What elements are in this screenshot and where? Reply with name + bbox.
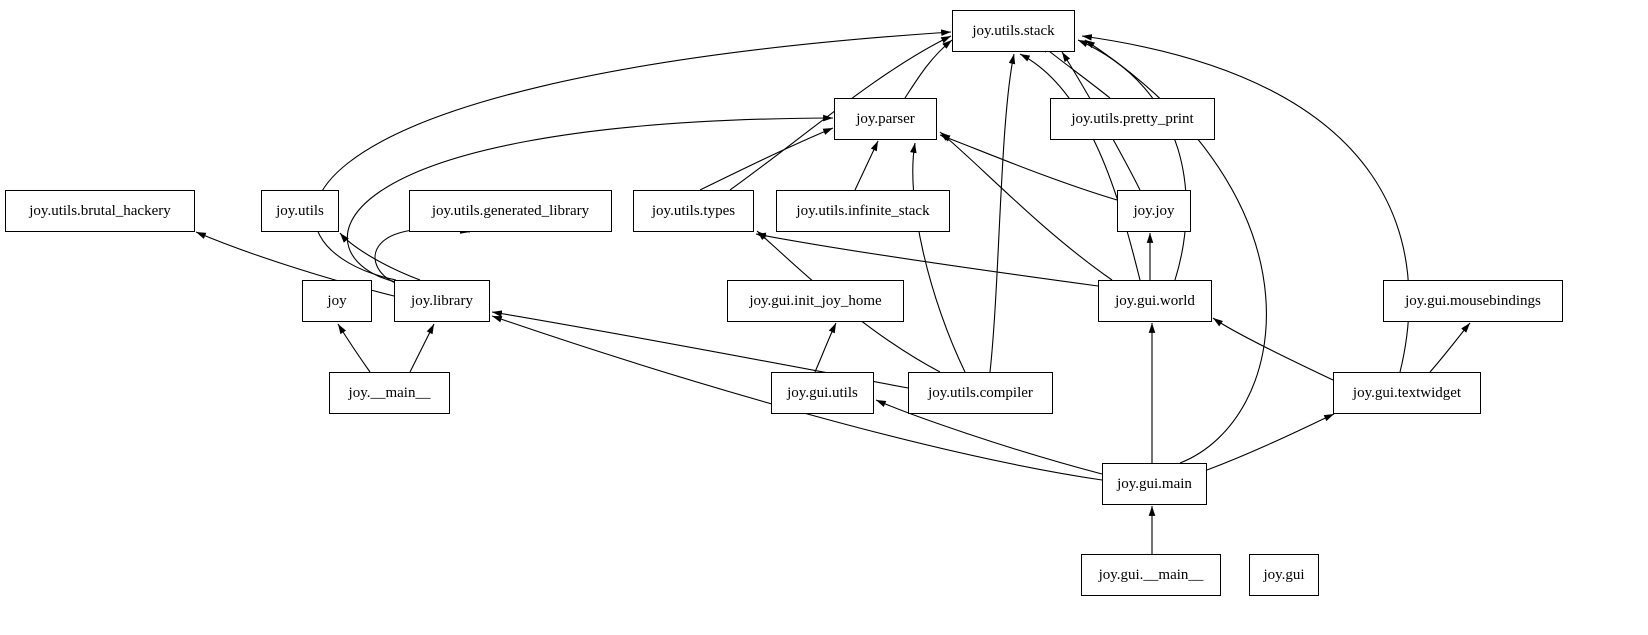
node-label: joy.__main__ [348, 384, 431, 401]
node-joy[interactable]: joy [302, 280, 372, 322]
node-joy-gui-mousebindings[interactable]: joy.gui.mousebindings [1383, 280, 1563, 322]
edge-joy-gui-world-to-joy-utils-types [755, 232, 1099, 287]
node-joy-utils-stack[interactable]: joy.utils.stack [952, 10, 1075, 52]
node-joy-library[interactable]: joy.library [394, 280, 490, 322]
edge-joy-utils-pretty-print-to-joy-utils-stack [1039, 43, 1111, 99]
node-joy-gui-main[interactable]: joy.gui.main [1102, 463, 1207, 505]
edge-joy-utils-compiler-to-joy-utils-stack [989, 53, 1016, 373]
edge-joy-gui-textwidget-to-joy-gui-world [1212, 317, 1334, 381]
node-joy-gui---main--[interactable]: joy.gui.__main__ [1081, 554, 1221, 596]
node-joy-gui-world[interactable]: joy.gui.world [1098, 280, 1212, 322]
node-joy-utils-types[interactable]: joy.utils.types [633, 190, 754, 232]
edge-joy-gui-main-to-joy-gui-utils [875, 399, 1103, 475]
node-label: joy.gui [1263, 566, 1305, 583]
node-label: joy.gui.world [1115, 292, 1195, 309]
node-joy-utils-pretty-print[interactable]: joy.utils.pretty_print [1050, 98, 1215, 140]
node-joy-gui-init-joy-home[interactable]: joy.gui.init_joy_home [727, 280, 904, 322]
edge-joy-gui-world-to-joy-parser [939, 131, 1113, 281]
node-label: joy.utils.compiler [928, 384, 1033, 401]
edge-joy-library-to-joy-utils-generated-library [374, 227, 471, 285]
node-joy-gui-textwidget[interactable]: joy.gui.textwidget [1333, 372, 1481, 414]
edge-joy-utils-compiler-to-joy-parser [910, 142, 966, 373]
edge-joy-library-to-joy-utils-stack [314, 29, 952, 281]
edge-joy-library-to-joy-parser [346, 114, 834, 283]
node-label: joy.utils.brutal_hackery [29, 202, 171, 219]
node-label: joy.utils.stack [972, 22, 1055, 39]
edge-joy-utils-infinite-stack-to-joy-parser [854, 140, 879, 191]
node-label: joy.utils.types [651, 202, 736, 219]
edge-joy-library-to-joy-utils [339, 232, 421, 281]
edge-joy-gui-world-to-joy-utils-stack [1077, 39, 1187, 281]
node-label: joy.utils [276, 202, 324, 219]
edge-joy-gui-main-to-joy-library [491, 315, 1103, 481]
node-label: joy.gui.utils [787, 384, 858, 401]
node-label: joy.utils.generated_library [431, 202, 590, 219]
node-label: joy.gui.init_joy_home [749, 292, 882, 309]
edge-joy---main---to-joy [337, 323, 371, 373]
node-joy-gui[interactable]: joy.gui [1249, 554, 1319, 596]
node-joy-gui-utils[interactable]: joy.gui.utils [771, 372, 874, 414]
node-label: joy.parser [856, 110, 915, 127]
node-label: joy.utils.pretty_print [1071, 110, 1194, 127]
node-label: joy.library [411, 292, 473, 309]
edge-joy---main---to-joy-library [409, 323, 435, 373]
node-label: joy.gui.__main__ [1098, 566, 1204, 583]
node-joy-utils[interactable]: joy.utils [261, 190, 339, 232]
node-joy-utils-brutal-hackery[interactable]: joy.utils.brutal_hackery [5, 190, 195, 232]
node-label: joy.utils.infinite_stack [796, 202, 930, 219]
node-label: joy.joy [1133, 202, 1175, 219]
edge-joy-gui-world-to-joy-utils-stack [1019, 53, 1141, 281]
node-joy-utils-generated-library[interactable]: joy.utils.generated_library [409, 190, 612, 232]
edge-joy-gui-main-to-joy-gui-textwidget [1206, 413, 1335, 471]
edge-joy-joy-to-joy-parser [939, 134, 1118, 201]
node-joy-utils-infinite-stack[interactable]: joy.utils.infinite_stack [776, 190, 950, 232]
node-joy---main--[interactable]: joy.__main__ [329, 372, 450, 414]
node-label: joy [327, 292, 347, 309]
edge-joy-parser-to-joy-utils-stack [904, 39, 953, 99]
edge-joy-gui-textwidget-to-joy-gui-mousebindings [1429, 322, 1471, 373]
node-joy-parser[interactable]: joy.parser [834, 98, 937, 140]
node-joy-joy[interactable]: joy.joy [1117, 190, 1191, 232]
node-joy-utils-compiler[interactable]: joy.utils.compiler [908, 372, 1053, 414]
node-label: joy.gui.mousebindings [1405, 292, 1541, 309]
edge-joy-gui-utils-to-joy-gui-init-joy-home [814, 322, 837, 373]
node-label: joy.gui.textwidget [1352, 384, 1462, 401]
edge-joy-utils-types-to-joy-parser [699, 127, 834, 191]
node-label: joy.gui.main [1117, 475, 1192, 492]
